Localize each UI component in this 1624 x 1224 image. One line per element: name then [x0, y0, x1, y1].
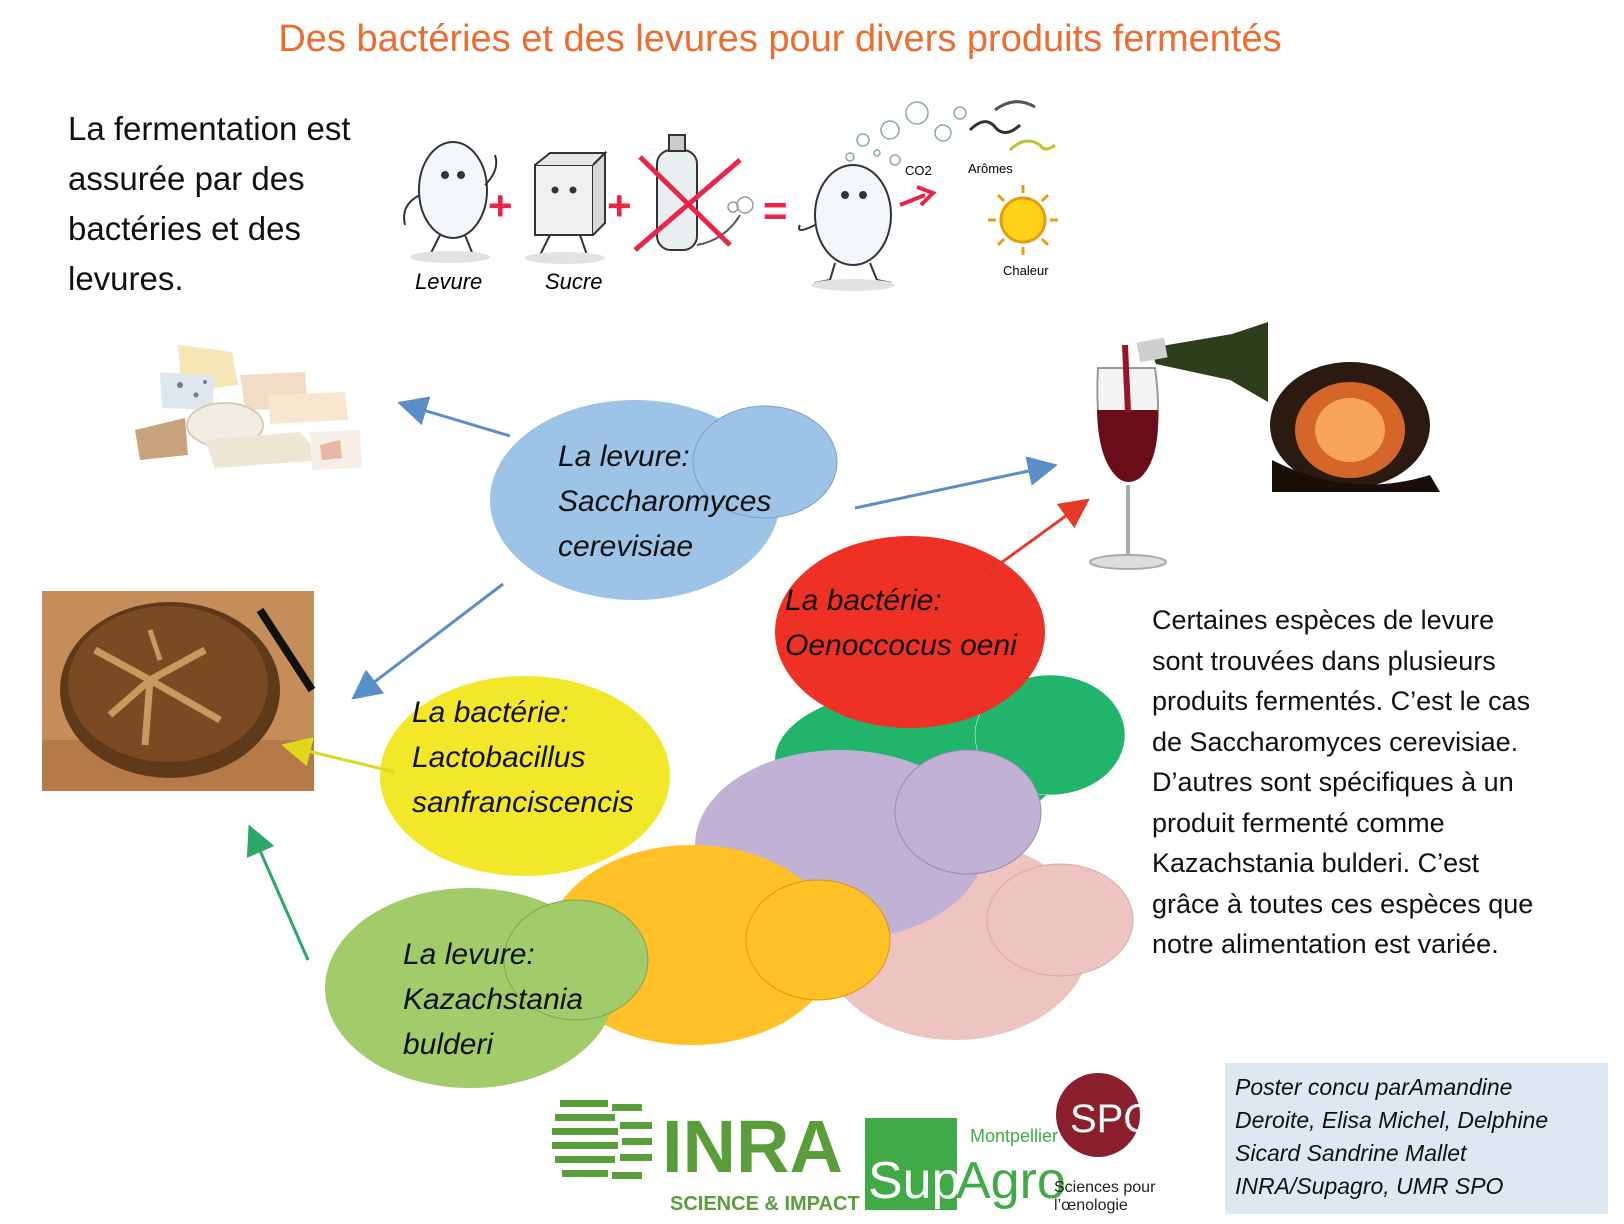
orange-small-oval: [745, 879, 891, 1001]
supagro-sup: Sup: [868, 1152, 961, 1210]
side-line: produits fermentés. C’est le cas: [1152, 686, 1531, 716]
intro-line: assurée par des: [68, 160, 305, 197]
kazachstania-small-oval: [503, 899, 649, 1021]
wine-glass-image: [1089, 344, 1167, 570]
sucre-label: Sucre: [545, 269, 602, 294]
levure-label: Levure: [415, 269, 482, 294]
wine-bottle-image: [1136, 322, 1268, 402]
inra-tagline: SCIENCE & IMPACT: [670, 1193, 860, 1215]
purple-small-oval: [894, 749, 1042, 875]
oval-line: Saccharomyces: [558, 485, 772, 518]
bread-image: [42, 591, 316, 791]
lactobacillus-oval: [380, 676, 670, 876]
saccharomyces-label: La levure: Saccharomyces cerevisiae: [558, 434, 771, 569]
side-line: Kazachstania bulderi. C’est: [1152, 848, 1480, 878]
credits-line: INRA/Supagro, UMR SPO: [1235, 1173, 1504, 1199]
cheese-image: [135, 340, 370, 480]
intro-line: La fermentation est: [68, 110, 351, 147]
poster-title: Des bactéries et des levures pour divers…: [278, 18, 1282, 60]
supagro-logo: Montpellier Sup Agro: [865, 1118, 1066, 1210]
spo-logo: SPO UMR Sciences pour l’œnologie: [1054, 1073, 1156, 1214]
oval-line: La bactérie:: [785, 584, 942, 617]
side-line: grâce à toutes ces espèces que: [1152, 888, 1534, 919]
side-line: notre alimentation est variée.: [1152, 929, 1499, 959]
arrow-oenococcus-to-wine: [982, 498, 1090, 578]
credits-line: Poster concu parAmandine: [1235, 1074, 1513, 1100]
aromes-icon: [968, 100, 1056, 152]
credits-line: Sicard Sandrine Mallet: [1235, 1140, 1467, 1166]
side-line: produit fermenté comme: [1152, 807, 1445, 838]
oval-line: Kazachstania: [403, 983, 584, 1016]
oval-line: bulderi: [403, 1028, 494, 1061]
oxygen-bottle-crossed-icon: [633, 134, 754, 252]
arrow-to-cheese: [397, 396, 511, 438]
sun-chaleur-icon: [988, 185, 1058, 255]
arrow-lactobacillus-to-bread: [281, 737, 396, 774]
co2-bubbles-icon: [845, 101, 967, 166]
sugar-cube-icon: [525, 150, 608, 264]
side-line: sont trouvées dans plusieurs: [1152, 645, 1496, 676]
pink-small-oval: [986, 863, 1134, 977]
arrow-to-wine: [854, 456, 1058, 510]
spo-sub-line2: l’œnologie: [1054, 1197, 1128, 1214]
supagro-agro: Agro: [956, 1152, 1066, 1210]
inra-logo: INRA SCIENCE & IMPACT: [552, 1100, 860, 1215]
equals-sign: =: [763, 187, 788, 234]
co2-label: CO2: [905, 163, 932, 178]
credits-line: Deroite, Elisa Michel, Delphine: [1235, 1107, 1549, 1133]
spo-umr: UMR: [1128, 1142, 1151, 1153]
intro-line: levures.: [68, 260, 184, 297]
yeast-exhaling-icon: [798, 164, 937, 291]
yeast-cartoon-icon: [403, 141, 498, 263]
side-line: D’autres sont spécifiques à un: [1152, 767, 1514, 797]
intro-line: bactéries et des: [68, 210, 301, 247]
oval-line: sanfranciscencis: [412, 786, 634, 819]
plus-sign: +: [488, 182, 513, 229]
aromes-label: Arômes: [968, 161, 1013, 176]
oenococcus-oval: [775, 536, 1045, 728]
oval-line: La levure:: [403, 938, 535, 971]
oval-line: La levure:: [558, 440, 690, 473]
barrel-image: [1270, 362, 1440, 492]
oval-line: Oenoccocus oeni: [785, 629, 1017, 662]
supagro-city: Montpellier: [970, 1126, 1058, 1146]
side-explanation: Certaines espèces de levure sont trouvée…: [1152, 600, 1612, 965]
chaleur-label: Chaleur: [1003, 263, 1049, 278]
spo-sub-line1: Sciences pour: [1054, 1179, 1156, 1196]
oval-line: cerevisiae: [558, 530, 694, 563]
intro-text: La fermentation est assurée par des bact…: [68, 104, 428, 304]
plus-sign: +: [607, 182, 632, 229]
arrow-kazachstania-to-bread: [246, 824, 310, 961]
oval-line: La bactérie:: [412, 696, 569, 729]
saccharomyces-small-oval: [692, 405, 838, 519]
oenococcus-label: La bactérie: Oenoccocus oeni: [785, 578, 1017, 668]
side-line: de Saccharomyces cerevisiae.: [1152, 726, 1519, 757]
inra-wordmark: INRA: [662, 1105, 843, 1188]
fermentation-formula: + + = CO2: [403, 100, 1058, 294]
credits-box: Poster concu parAmandine Deroite, Elisa …: [1225, 1063, 1608, 1214]
logos-row: INRA SCIENCE & IMPACT Montpellier Sup Ag…: [552, 1073, 1156, 1215]
kazachstania-label: La levure: Kazachstania bulderi: [403, 932, 583, 1067]
side-line: Certaines espèces de levure: [1152, 605, 1495, 635]
oval-line: Lactobacillus: [412, 741, 586, 774]
arrow-to-bread: [351, 582, 504, 700]
lactobacillus-label: La bactérie: Lactobacillus sanfranciscen…: [412, 690, 634, 825]
spo-wordmark: SPO: [1070, 1097, 1154, 1141]
